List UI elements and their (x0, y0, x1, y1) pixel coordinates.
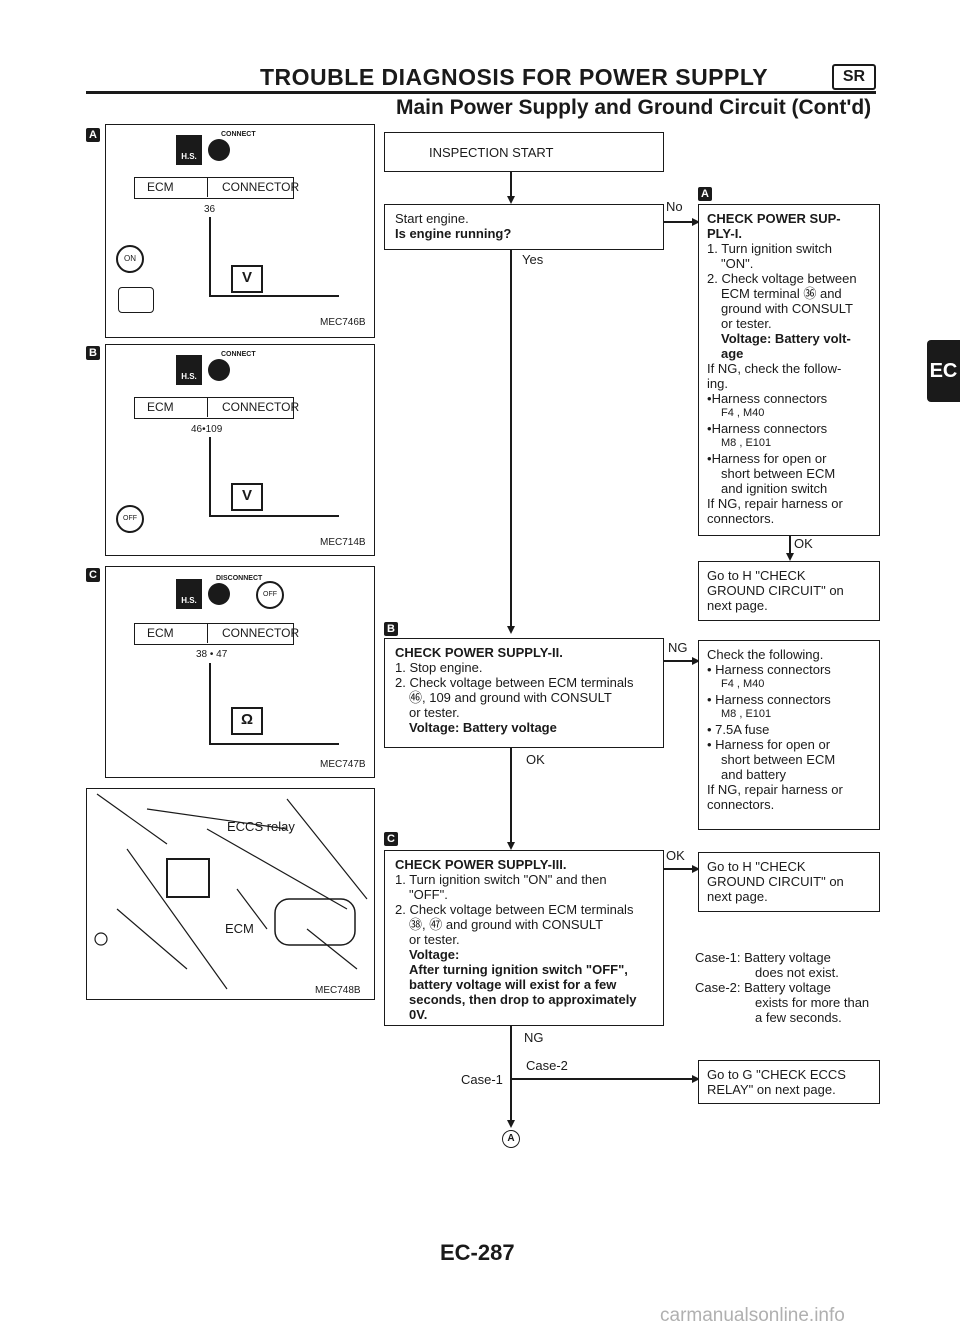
figure-code: MEC748B (315, 985, 361, 996)
flow-line (510, 748, 512, 844)
flow-arrow (786, 553, 794, 561)
hs-icon: H.S. (176, 355, 202, 385)
goto-eccs-relay-box[interactable]: Go to G "CHECK ECCS RELAY" on next page. (698, 1060, 880, 1104)
flow-line (664, 868, 694, 870)
flow-arrow (507, 196, 515, 204)
case-1-label: Case-1 (461, 1072, 503, 1087)
panel-b: H.S. CONNECT ECM CONNECTOR 46•109 V OFF … (105, 344, 375, 556)
ng-label: NG (524, 1030, 544, 1045)
page-title: TROUBLE DIAGNOSIS FOR POWER SUPPLY (260, 64, 769, 90)
sr-badge: SR (832, 64, 876, 90)
connector-plug-icon (208, 359, 230, 381)
inspection-start-box: INSPECTION START (384, 132, 664, 172)
ecm-label: ECM (147, 400, 174, 414)
connector-plug-icon (208, 139, 230, 161)
probe-wire (209, 437, 211, 517)
flow-arrow (692, 865, 700, 873)
connector-label: CONNECTOR (207, 624, 299, 643)
ecm-connector-bar: ECM CONNECTOR (134, 397, 299, 419)
header-rule (86, 91, 876, 94)
ohmmeter-icon: Ω (231, 707, 263, 735)
flow-line (510, 1078, 694, 1080)
ok-label: OK (666, 848, 685, 863)
no-label: No (666, 199, 683, 214)
page-number: EC-287 (440, 1240, 515, 1265)
pin-label: 36 (204, 204, 216, 215)
probe-wire (209, 515, 339, 517)
flow-line (664, 660, 694, 662)
check-power-supply-iii-box: CHECK POWER SUPPLY-III. 1. Turn ignition… (384, 850, 664, 1026)
flow-arrow (507, 842, 515, 850)
figure-code: MEC747B (320, 759, 366, 770)
hs-icon: H.S. (176, 579, 202, 609)
page-subtitle: Main Power Supply and Ground Circuit (Co… (396, 96, 872, 119)
ng-label: NG (668, 640, 688, 655)
figure-code: MEC714B (320, 537, 366, 548)
ecm-location-label: ECM (225, 921, 254, 936)
ok-label: OK (794, 536, 813, 551)
panel-relay-location: ECCS relay ECM MEC748B (86, 788, 375, 1000)
pin-label: 38 • 47 (196, 649, 228, 660)
step-c-tag: C (384, 832, 398, 846)
panel-c: H.S. DISCONNECT OFF ECM CONNECTOR 38 • 4… (105, 566, 375, 778)
step-a-tag: A (698, 187, 712, 201)
flow-line (510, 250, 512, 628)
flow-arrow (507, 626, 515, 634)
ecm-connector-bar: ECM CONNECTOR (134, 623, 299, 645)
connector-label: CONNECTOR (207, 398, 299, 417)
probe-wire (209, 663, 211, 743)
flow-line (664, 221, 694, 223)
connector-a-circle[interactable]: A (502, 1130, 520, 1148)
check-power-supply-i-box: CHECK POWER SUP- PLY-I. 1. Turn ignition… (698, 204, 880, 536)
flow-arrow (692, 1075, 700, 1083)
ecm-connector-bar: ECM CONNECTOR (134, 177, 299, 199)
case-notes: Case-1: Battery voltage does not exist. … (695, 950, 870, 1025)
ignition-key-icon: OFF (256, 581, 284, 609)
disconnect-label: DISCONNECT (216, 575, 263, 582)
relay-location-drawing (94, 793, 368, 990)
engine-icon (118, 287, 154, 313)
ignition-key-icon: OFF (116, 505, 144, 533)
case-2-label: Case-2 (526, 1058, 568, 1073)
connector-plug-icon (208, 583, 230, 605)
probe-wire (209, 295, 339, 297)
flow-line (510, 1026, 512, 1122)
flow-arrow (507, 1120, 515, 1128)
hs-icon: H.S. (176, 135, 202, 165)
yes-label: Yes (522, 252, 544, 267)
ecm-label: ECM (147, 626, 174, 640)
figure-code: MEC746B (320, 317, 366, 328)
probe-wire (209, 743, 339, 745)
panel-a-tag: A (86, 128, 100, 142)
connector-label: CONNECTOR (207, 178, 299, 197)
panel-a: H.S. CONNECT ECM CONNECTOR 36 V ON MEC74… (105, 124, 375, 338)
flow-arrow (692, 657, 700, 665)
ok-label: OK (526, 752, 545, 767)
probe-wire (209, 217, 211, 297)
voltmeter-icon: V (231, 265, 263, 293)
goto-ground-circuit-box-1[interactable]: Go to H "CHECK GROUND CIRCUIT" on next p… (698, 561, 880, 621)
ecm-label: ECM (147, 180, 174, 194)
pin-label: 46•109 (191, 424, 223, 435)
flow-line (510, 172, 512, 198)
ignition-key-icon: ON (116, 245, 144, 273)
start-engine-box: Start engine. Is engine running? (384, 204, 664, 250)
connect-label: CONNECT (221, 351, 256, 358)
flow-line (789, 536, 791, 556)
panel-c-tag: C (86, 568, 100, 582)
connect-label: CONNECT (221, 131, 256, 138)
check-power-supply-ii-box: CHECK POWER SUPPLY-II. 1. Stop engine. 2… (384, 638, 664, 748)
section-tab-ec[interactable]: EC (927, 340, 960, 402)
goto-ground-circuit-box-2[interactable]: Go to H "CHECK GROUND CIRCUIT" on next p… (698, 852, 880, 912)
step-b-tag: B (384, 622, 398, 636)
eccs-relay-label: ECCS relay (227, 819, 295, 834)
flow-arrow (692, 218, 700, 226)
voltmeter-icon: V (231, 483, 263, 511)
check-following-box: Check the following. • Harness connector… (698, 640, 880, 830)
panel-b-tag: B (86, 346, 100, 360)
watermark: carmanualsonline.info (660, 1305, 845, 1326)
